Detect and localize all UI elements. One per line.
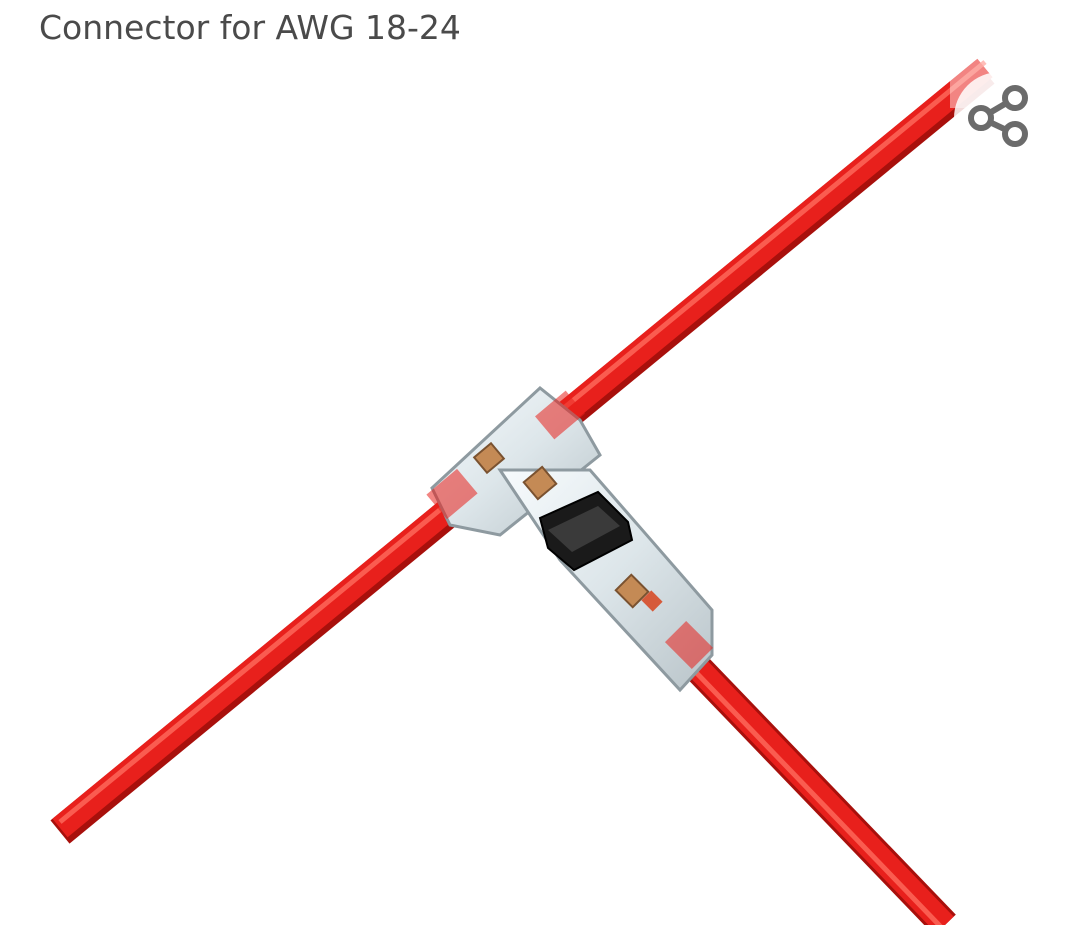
branch-wire [679, 649, 956, 925]
share-button[interactable] [948, 66, 1052, 170]
product-title: Connector for AWG 18-24 [39, 8, 461, 47]
share-icon [954, 72, 1046, 164]
t-tap-connector [426, 386, 714, 693]
